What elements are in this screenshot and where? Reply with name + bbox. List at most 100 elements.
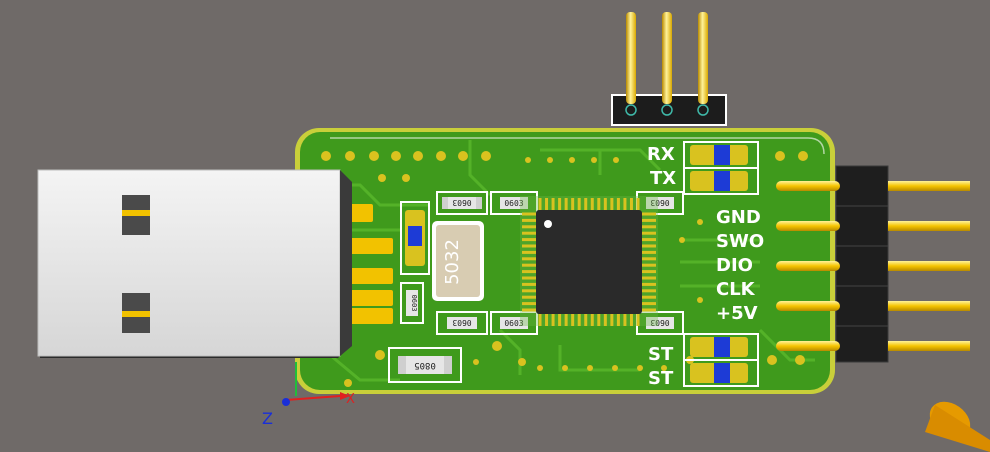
chip-pin xyxy=(522,270,536,274)
chip-pin xyxy=(623,198,627,210)
chip-pin xyxy=(597,198,601,210)
svg-text:0603: 0603 xyxy=(410,295,418,312)
chip-pin xyxy=(642,295,656,299)
chip-pin xyxy=(590,314,594,326)
chip-pin xyxy=(642,302,656,306)
header-pin-outer xyxy=(888,341,970,351)
chip-pin xyxy=(522,302,536,306)
chip-pin xyxy=(590,198,594,210)
label-tx: TX xyxy=(650,168,676,189)
chip-pin xyxy=(616,198,620,210)
chip-pin xyxy=(642,212,656,216)
chip-pin xyxy=(538,314,542,326)
chip-pin xyxy=(616,314,620,326)
chip-pin xyxy=(642,238,656,242)
chip-pin xyxy=(642,250,656,254)
vertical-pin-header xyxy=(611,12,727,126)
header-pin xyxy=(776,221,840,231)
rx-tx-jumpers xyxy=(683,141,759,195)
chip-pin xyxy=(642,282,656,286)
chip-pin xyxy=(642,289,656,293)
chip-pin xyxy=(636,314,640,326)
axis-triad: Z X xyxy=(262,362,355,428)
axis-x-label: X xyxy=(346,392,355,407)
chip-pin xyxy=(522,257,536,261)
chip-pin xyxy=(577,314,581,326)
chip-pin xyxy=(551,198,555,210)
chip-pin xyxy=(597,314,601,326)
right-angle-pin-header xyxy=(776,165,970,363)
chip-pin xyxy=(642,225,656,229)
chip-pin xyxy=(564,314,568,326)
st-jumpers xyxy=(683,333,759,387)
chip-pin xyxy=(522,250,536,254)
chip-pin xyxy=(629,314,633,326)
chip-pin xyxy=(603,198,607,210)
chip-pin xyxy=(610,198,614,210)
chip-pin xyxy=(584,198,588,210)
label-swo: SWO xyxy=(716,231,764,252)
chip-pin xyxy=(522,212,536,216)
chip-pin xyxy=(522,282,536,286)
svg-text:0603: 0603 xyxy=(504,319,523,328)
resistor-r2: 0603 xyxy=(490,191,538,215)
label-st-1: ST xyxy=(648,344,674,365)
chip-pin xyxy=(642,257,656,261)
chip-pin xyxy=(584,314,588,326)
header-pin xyxy=(776,301,840,311)
svg-text:0805: 0805 xyxy=(414,360,436,370)
chip-pin xyxy=(522,244,536,248)
chip-pin xyxy=(538,198,542,210)
chip-pin xyxy=(522,231,536,235)
chip-pin xyxy=(603,314,607,326)
left-jumper xyxy=(400,201,430,275)
label-clk: CLK xyxy=(716,279,756,300)
axis-z-label: Z xyxy=(262,409,273,428)
svg-text:5032: 5032 xyxy=(442,239,463,285)
svg-text:0603: 0603 xyxy=(452,318,471,327)
resistor-r5: 0603 xyxy=(436,311,488,335)
header-pin xyxy=(776,341,840,351)
svg-text:0603: 0603 xyxy=(650,198,669,207)
chip-pin xyxy=(522,308,536,312)
chip-pin xyxy=(642,244,656,248)
header-pin-outer xyxy=(888,181,970,191)
chip-pin xyxy=(642,263,656,267)
chip-pin xyxy=(558,198,562,210)
usb-pads xyxy=(345,204,393,324)
chip-pin xyxy=(642,231,656,235)
chip-pin xyxy=(545,314,549,326)
usb-a-connector xyxy=(37,169,352,358)
header-pin xyxy=(776,181,840,191)
chip-pin xyxy=(522,289,536,293)
chip-pin xyxy=(642,276,656,280)
svg-text:0603: 0603 xyxy=(452,198,471,207)
chip-pin xyxy=(522,225,536,229)
chip-pin xyxy=(642,308,656,312)
chip-pin xyxy=(571,198,575,210)
label-st-2: ST xyxy=(648,368,674,389)
svg-text:0603: 0603 xyxy=(650,318,669,327)
resistor-r4: 0603 xyxy=(400,282,424,324)
chip-pin xyxy=(545,198,549,210)
chip-pin xyxy=(522,295,536,299)
silkscreen-labels: RX TX GND SWO DIO CLK +5V ST ST xyxy=(647,144,764,389)
orange-cylinder xyxy=(925,401,990,452)
chip-pin xyxy=(629,198,633,210)
header-pin-outer xyxy=(888,221,970,231)
chip-pin xyxy=(522,263,536,267)
header-pin-outer xyxy=(888,301,970,311)
resistor-0805: 0805 xyxy=(388,347,462,383)
svg-text:0603: 0603 xyxy=(504,199,523,208)
chip-pin xyxy=(558,314,562,326)
resistor-r1: 0603 xyxy=(436,191,488,215)
chip-pin xyxy=(564,198,568,210)
chip-pin xyxy=(623,314,627,326)
chip-pin xyxy=(610,314,614,326)
label-5v: +5V xyxy=(716,303,758,324)
passive-components: 0603 0603 0603 0603 0603 0603 xyxy=(388,191,684,383)
chip-pin xyxy=(636,198,640,210)
label-dio: DIO xyxy=(716,255,753,276)
